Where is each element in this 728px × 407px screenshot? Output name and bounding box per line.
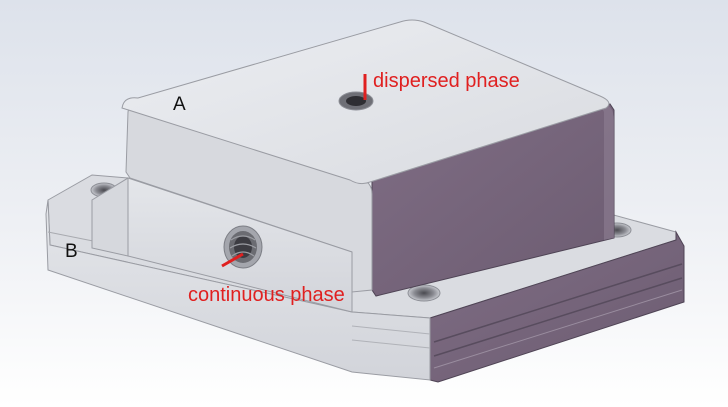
base-front-face: [45, 199, 431, 381]
base-groove-1: [433, 263, 683, 343]
continuous-phase-label: continuous phase: [188, 284, 345, 306]
base-right-side: [429, 230, 685, 383]
block-step-face: [91, 177, 129, 257]
base-groove-2: [433, 277, 683, 357]
mount-hole-right-front: [407, 284, 441, 302]
part-b-label: B: [65, 241, 78, 262]
continuous-pointer: [221, 252, 244, 268]
base-groove-3: [433, 289, 683, 369]
part-a-label: A: [173, 94, 186, 115]
dispersed-phase-label: dispersed phase: [373, 70, 520, 92]
